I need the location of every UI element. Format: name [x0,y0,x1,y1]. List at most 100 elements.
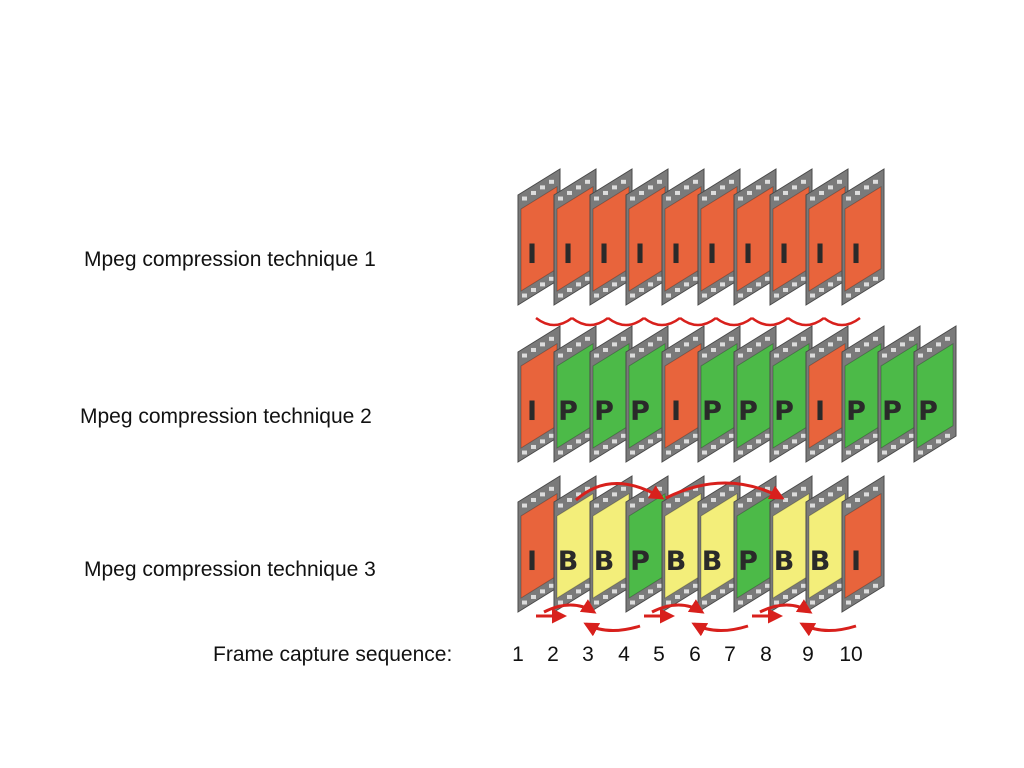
frame-letter: I [707,239,717,270]
frame-letter: I [527,546,537,577]
frame-letter: I [851,546,861,577]
frame-letter: B [774,546,795,577]
film-frame-i: I [805,168,849,306]
film-frame-p: P [697,325,741,463]
frame-letter: I [743,239,753,270]
frame-sequence-number: 5 [653,643,665,666]
frame-link-arc [571,316,609,327]
technique-1-label: Mpeg compression technique 1 [84,248,376,271]
frame-letter: I [671,396,681,427]
frame-letter: I [563,239,573,270]
film-frame-b: B [589,475,633,613]
frame-letter: B [702,546,723,577]
frame-letter: P [774,396,794,427]
frame-letter: B [810,546,831,577]
frame-link-arc [787,316,825,327]
film-frame-p: P [913,325,957,463]
film-frame-i: I [517,168,561,306]
frame-letter: I [527,239,537,270]
frame-letter: P [558,396,578,427]
film-frame-i: I [517,325,561,463]
film-frame-b: B [805,475,849,613]
frame-sequence-number: 4 [618,643,630,666]
technique-2-label: Mpeg compression technique 2 [80,405,372,428]
frame-letter: P [630,546,650,577]
film-frame-i: I [841,168,885,306]
film-frame-p: P [625,325,669,463]
film-frame-i: I [625,168,669,306]
film-frame-i: I [661,325,705,463]
frame-letter: P [918,396,938,427]
b-frame-reference-arrow [543,599,597,614]
frame-sequence-number: 1 [512,643,524,666]
frame-letter: P [738,396,758,427]
frame-link-arc [715,316,753,327]
frame-letter: I [527,396,537,427]
frame-sequence-number: 8 [760,643,772,666]
frame-letter: I [815,396,825,427]
frame-letter: B [558,546,579,577]
film-frame-i: I [733,168,777,306]
film-frame-b: B [697,475,741,613]
film-frame-b: B [553,475,597,613]
frame-letter: B [594,546,615,577]
film-frame-p: P [769,325,813,463]
frame-letter: I [671,239,681,270]
film-frame-i: I [697,168,741,306]
frame-letter: P [846,396,866,427]
technique-3-label: Mpeg compression technique 3 [84,558,376,581]
film-frame-p: P [877,325,921,463]
frame-sequence-number: 3 [582,643,594,666]
film-frame-p: P [733,475,777,613]
frame-letter: P [702,396,722,427]
forward-prediction-arrow [575,482,665,502]
forward-prediction-arrow [665,481,785,500]
frame-letter: P [630,396,650,427]
frame-letter: I [599,239,609,270]
b-frame-reference-arrow [651,599,705,614]
frame-link-arc [607,316,645,327]
frame-letter: P [594,396,614,427]
frame-letter: I [815,239,825,270]
frame-letter: B [666,546,687,577]
frame-link-arc [823,316,861,327]
film-frame-b: B [661,475,705,613]
b-frame-reference-arrow [759,599,813,614]
film-frame-b: B [769,475,813,613]
b-frame-reference-arrow [799,622,857,637]
frame-letter: P [738,546,758,577]
b-frame-reference-arrow [691,622,749,637]
dependency-arrows [535,316,861,637]
film-frame-p: P [589,325,633,463]
frame-sequence-number: 10 [839,643,863,666]
frame-letter: I [851,239,861,270]
frame-link-arc [535,316,573,327]
frame-sequence-number: 2 [547,643,559,666]
frame-letter: P [882,396,902,427]
frame-letter: I [779,239,789,270]
film-frame-p: P [733,325,777,463]
frame-sequence-label: Frame capture sequence: [213,643,453,666]
b-frame-reference-arrow [583,622,641,637]
frame-link-arc [643,316,681,327]
frame-sequence-number: 9 [802,643,814,666]
film-frame-i: I [661,168,705,306]
film-frame-i: I [517,475,561,613]
film-frame-p: P [625,475,669,613]
film-frame-i: I [553,168,597,306]
frame-sequence-number: 6 [689,643,701,666]
frame-letter: I [635,239,645,270]
film-frame-i: I [841,475,885,613]
film-frame-p: P [553,325,597,463]
frame-link-arc [751,316,789,327]
film-frame-p: P [841,325,885,463]
frame-sequence-number: 7 [724,643,736,666]
film-frame-i: I [589,168,633,306]
frame-link-arc [679,316,717,327]
film-frame-i: I [769,168,813,306]
film-frame-i: I [805,325,849,463]
